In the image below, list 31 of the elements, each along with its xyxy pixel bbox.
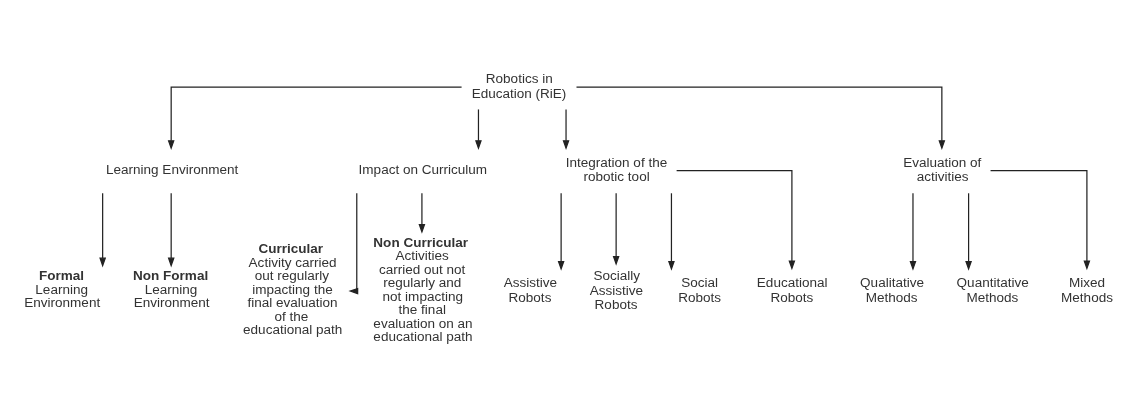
node-text: Mixed Methods [1061,274,1113,305]
node-text: Social Robots [678,274,722,305]
node-text: Curricular Activity carried out regularly impacting the final evaluation of the educational path [243,240,343,337]
arrow [575,85,946,150]
arrow [167,85,463,150]
arrow [418,192,426,234]
node-text: Impact on Curriculum [358,161,488,177]
node-text: Formal Learning Environment [24,267,101,310]
node-text: Evaluation of activities [903,154,982,184]
arrow [99,192,107,267]
node-text: Integration of the robotic tool [565,154,668,184]
node-text: Non Formal Learning Environment [133,267,210,310]
node-text: Quantitative Methods [956,274,1029,305]
arrow [668,192,675,271]
node-text: Assistive Robots [503,274,557,305]
arrow [676,169,796,270]
arrow [612,192,620,266]
node-text: Robotics in Education (RiE) [471,70,567,101]
arrow [562,108,570,150]
node-text: Socially Assistive Robots [589,267,644,312]
arrow [989,169,1091,270]
arrow [557,192,565,271]
arrow [909,192,917,271]
node-text: Non Curricular Activities carried out not regularly and not impacting the final evaluation on an educational path [373,234,473,344]
arrow [475,108,482,150]
arrow [348,192,359,295]
node-text: Educational Robots [756,274,828,305]
node-text: Learning Environment [106,161,239,177]
arrow [167,192,175,267]
arrow [965,192,973,271]
node-text: Qualitative Methods [860,274,924,305]
